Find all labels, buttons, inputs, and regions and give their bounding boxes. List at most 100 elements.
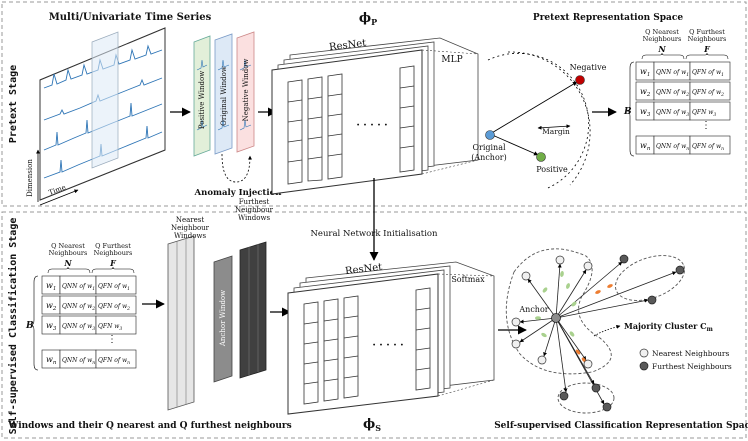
window-id-cell: w2 [46,301,57,312]
nn-init-label: Neural Network Initialisation [310,229,438,239]
positive-point [536,152,546,162]
svg-text:N: N [657,44,666,54]
nearest-neighbour-windows: Nearest Neighbour Windows [167,216,210,411]
negative-label: Negative [570,63,607,72]
window-id-cell: w1 [46,281,56,292]
legend-furthest-marker [639,361,649,371]
legend-nearest-marker [639,348,649,358]
softmax-label: Softmax [451,275,485,284]
anchor-label: Anchor [518,305,548,314]
svg-text:Positive Window: Positive Window [198,71,206,129]
qfn-cell: QFN w3 [692,109,716,118]
furthest-neighbour-windows: Furthest Neighbour Windows [235,198,274,379]
anchor-window: Anchor Window [213,255,233,383]
pretext-stage-label: Pretext Stage [8,65,19,143]
anomaly-injection-arrow [221,153,252,183]
resnet-pretext: · · · · · ResNet MLP [271,37,479,195]
qnn-cell: QNN of w1 [656,69,689,78]
window-id-cell: w3 [46,321,57,332]
qnn-cell: QNN of w2 [656,89,689,98]
classification-space-title: Self-supervised Classification Represent… [494,421,748,431]
window-id-cell: wn [46,355,57,366]
anchor-paren-label: (Anchor) [471,153,506,162]
qfn-cell: QFN of w1 [692,69,724,78]
negative-point [575,75,585,85]
legend-furthest-label: Furthest Neighbours [652,362,732,371]
svg-text:Neighbours: Neighbours [94,249,133,257]
qnn-cell: QNN of w3 [62,323,95,332]
svg-text:Q Furthest: Q Furthest [689,28,725,36]
neighbour-table-classification: Q Nearest Neighbours Q Furthest Neighbou… [25,242,137,371]
qfn-cell: QFN of w1 [98,283,130,292]
dimension-label: Dimension [26,159,34,197]
qnn-cell: QNN of wn [62,357,95,366]
svg-text:Neighbour: Neighbour [235,206,274,214]
resnet-label-bottom: ResNet [345,262,383,277]
window-id-cell: wn [640,141,651,152]
svg-text:Neighbour: Neighbour [171,224,210,232]
majority-cluster-label: Majority Cluster Cm [624,321,714,333]
svg-text:Q Nearest: Q Nearest [51,242,85,250]
svg-text:B: B [25,321,34,331]
window-id-cell: w2 [640,87,651,98]
svg-text:B: B [623,107,632,117]
sliding-window [91,31,119,169]
original-label: Original [472,143,506,152]
svg-text:Neighbours: Neighbours [643,35,682,43]
bottom-caption: Windows and their Q nearest and Q furthe… [7,421,291,431]
qfn-cell: QFN of w2 [692,89,724,98]
legend-nearest-label: Nearest Neighbours [652,349,730,358]
qnn-cell: QNN of w1 [62,283,95,292]
svg-text:Q Nearest: Q Nearest [645,28,679,36]
qnn-cell: QNN of w2 [62,303,95,312]
series-3 [43,102,163,151]
pretext-embedding: Negative Margin Original (Anchor) Positi… [471,51,607,189]
margin-label: Margin [542,127,570,136]
qfn-cell: QFN of wn [692,143,724,152]
anomaly-injection-label: Anomaly Injection [194,188,282,198]
anchor-point [485,130,495,140]
svg-text:F: F [109,258,117,268]
qnn-cell: QNN of wn [656,143,689,152]
qfn-cell: QFN of w2 [98,303,130,312]
original-window: Original Window [214,33,233,155]
svg-text:Negative Window: Negative Window [242,59,250,122]
phi-p-symbol: ϕP [359,11,377,27]
resnet-dots-bottom: · · · · · [372,340,403,351]
time-series-title: Multi/Univariate Time Series [49,12,212,23]
resnet-classification: · · · · · ResNet Softmax [287,261,495,415]
svg-text:Neighbours: Neighbours [688,35,727,43]
resnet-label-top: ResNet [329,38,367,53]
anchor-node [551,313,561,323]
qfn-cell: QFN w3 [98,323,122,332]
window-id-cell: w1 [640,67,650,78]
qfn-cell: QFN of wn [98,357,130,366]
svg-text:Q Furthest: Q Furthest [95,242,131,250]
time-axis [39,189,79,206]
window-id-cell: w3 [640,107,651,118]
legend: Nearest Neighbours Furthest Neighbours [639,348,732,371]
svg-text:Windows: Windows [174,232,207,240]
negative-window: Negative Window [236,31,255,153]
svg-text:Windows: Windows [238,214,271,222]
time-series-stack [39,27,166,201]
phi-s-symbol: ϕS [363,417,381,433]
qnn-cell: QNN of w3 [656,109,689,118]
svg-text:Nearest: Nearest [176,216,205,224]
positive-label: Positive [536,165,568,174]
resnet-dots: · · · · · [356,120,387,131]
svg-text:Anchor Window: Anchor Window [219,290,227,347]
table-vdots: ⋮ [107,334,117,345]
classification-embedding: Anchor Majority Cluster Cm [505,248,714,414]
svg-text:N: N [63,258,72,268]
svg-text:Furthest: Furthest [239,198,270,206]
self-supervised-stage-label: Self-supervised Classification Stage [7,218,19,435]
